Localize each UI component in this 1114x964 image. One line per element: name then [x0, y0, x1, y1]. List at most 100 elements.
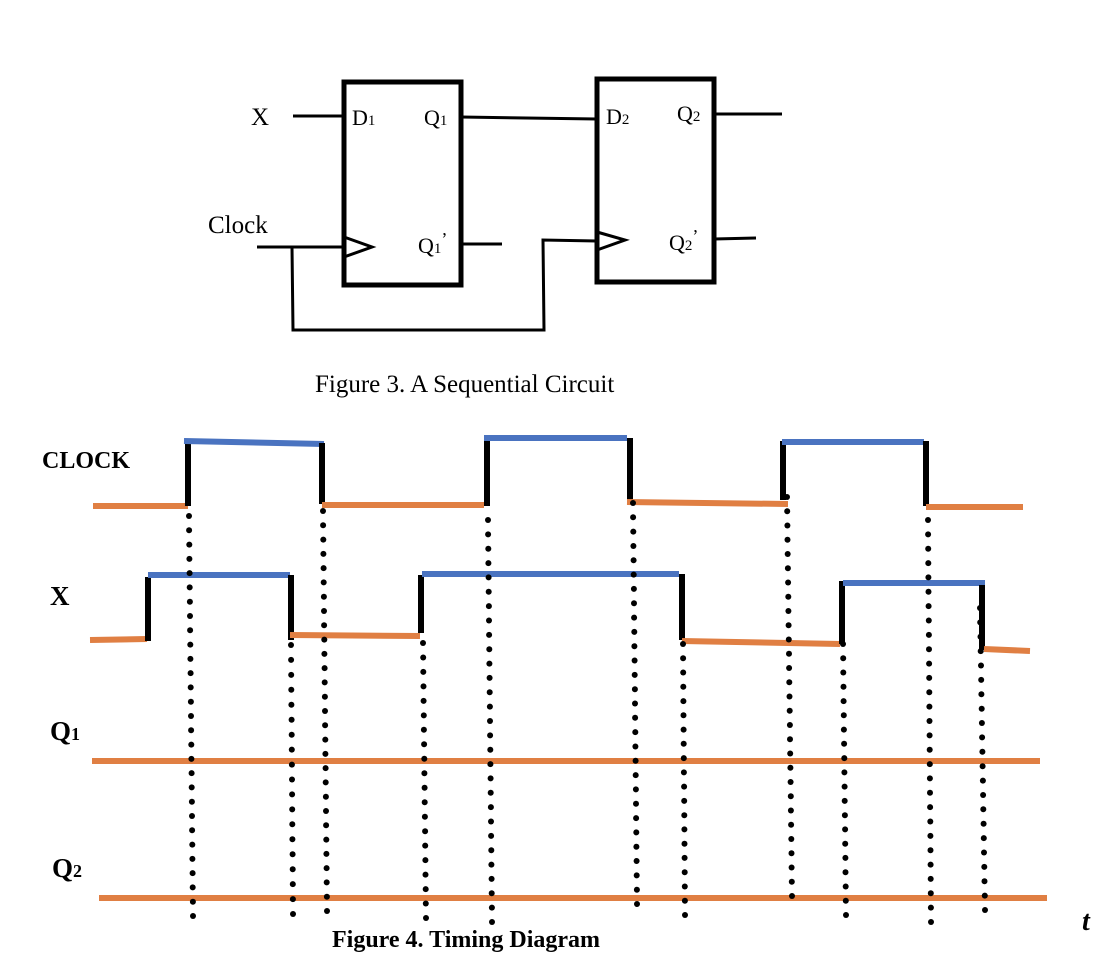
guide-dot — [842, 897, 849, 904]
guide-dot — [632, 700, 638, 707]
guide-dot — [784, 536, 791, 543]
guide-dot — [977, 633, 984, 640]
guide-dot — [322, 736, 329, 743]
guide-dot — [321, 679, 328, 686]
guide-dot — [487, 746, 494, 753]
guide-dot — [784, 551, 791, 557]
guide-dot — [290, 911, 296, 917]
guide-dot — [977, 619, 984, 626]
guide-dot — [288, 656, 295, 663]
guide-dot — [289, 896, 296, 903]
guide-dot — [841, 812, 848, 819]
guide-dot — [188, 755, 195, 762]
guide-dot — [632, 757, 639, 764]
guide-dot — [188, 784, 195, 791]
guide-dot — [842, 883, 849, 890]
guide-dot — [927, 904, 934, 911]
guide-dot — [680, 698, 687, 705]
clock-high-segment — [183, 438, 325, 447]
guide-dot — [630, 500, 636, 506]
guide-dot — [681, 812, 688, 819]
guide-dot — [787, 779, 794, 785]
wire-clock-to-ff2 — [290, 238, 598, 332]
guide-dot — [980, 806, 987, 813]
guide-dot — [840, 726, 847, 733]
guide-dot — [786, 707, 793, 714]
figure-4-caption: Figure 4. Timing Diagram — [332, 927, 600, 953]
guide-dot — [925, 631, 932, 638]
guide-dot — [187, 627, 194, 634]
guide-dot — [681, 840, 688, 847]
guide-dot — [841, 797, 848, 804]
guide-dot — [186, 513, 192, 519]
guide-dot — [632, 714, 639, 721]
guide-dot — [486, 703, 493, 710]
guide-dot — [323, 850, 330, 857]
guide-dot — [841, 783, 848, 790]
guide-dot — [926, 689, 933, 696]
guide-dot — [926, 660, 933, 667]
guide-dot — [785, 608, 792, 614]
guide-dot — [925, 574, 932, 581]
guide-dot — [680, 641, 686, 647]
guide-dot — [927, 789, 933, 796]
guide-dot — [977, 605, 983, 611]
guide-dot — [631, 657, 638, 664]
guide-dot — [488, 861, 495, 868]
guide-dot — [487, 775, 494, 782]
guide-dot — [488, 875, 495, 882]
guide-dot — [630, 528, 637, 535]
guide-dot — [323, 893, 330, 900]
guide-dot — [633, 800, 639, 807]
guide-dot — [186, 570, 193, 577]
guide-dot — [925, 588, 932, 595]
guide-dot — [978, 676, 985, 683]
guide-dot — [288, 761, 295, 768]
guide-dot — [786, 679, 793, 686]
guide-dot — [321, 608, 327, 614]
guide-dot — [420, 697, 427, 704]
guide-dot — [289, 836, 296, 843]
dotted-guide-x-fall-1 — [288, 642, 296, 917]
guide-dot — [486, 660, 493, 667]
clock-low-segment — [626, 499, 789, 507]
guide-dot — [320, 579, 327, 586]
guide-dot — [926, 746, 933, 753]
guide-dot — [788, 836, 795, 842]
guide-dot — [421, 813, 428, 820]
guide-dot — [927, 861, 934, 868]
guide-dot — [186, 527, 193, 534]
guide-dot — [978, 691, 985, 698]
guide-dot — [788, 864, 795, 871]
guide-dot — [841, 740, 848, 747]
flip-flop-2 — [594, 76, 717, 285]
guide-dot — [486, 646, 493, 653]
guide-dot — [785, 593, 792, 600]
guide-dot — [188, 770, 195, 777]
guide-dot — [288, 642, 294, 648]
guide-dot — [421, 784, 428, 791]
guide-dot — [926, 761, 933, 768]
guide-dot — [420, 654, 427, 661]
guide-dot — [982, 907, 988, 913]
guide-dot — [927, 804, 934, 811]
guide-dot — [322, 779, 329, 786]
guide-dot — [187, 655, 194, 662]
guide-dot — [322, 750, 329, 757]
guide-dot — [979, 763, 986, 770]
timing-diagram: CLOCK X Q1 Q2 — [42, 435, 1091, 953]
guide-dot — [632, 786, 639, 793]
guide-dot — [323, 865, 330, 872]
guide-dot — [485, 603, 492, 610]
dotted-guide-clock-fall-2 — [630, 500, 640, 907]
guide-dot — [979, 748, 986, 755]
guide-dot — [288, 746, 295, 753]
dotted-guide-lines — [186, 494, 988, 925]
guide-dot — [630, 557, 637, 564]
guide-dot — [421, 799, 428, 806]
guide-dot — [680, 769, 687, 776]
guide-dot — [634, 901, 640, 907]
guide-dot — [928, 919, 934, 925]
guide-dot — [323, 836, 330, 843]
guide-dot — [320, 522, 327, 529]
